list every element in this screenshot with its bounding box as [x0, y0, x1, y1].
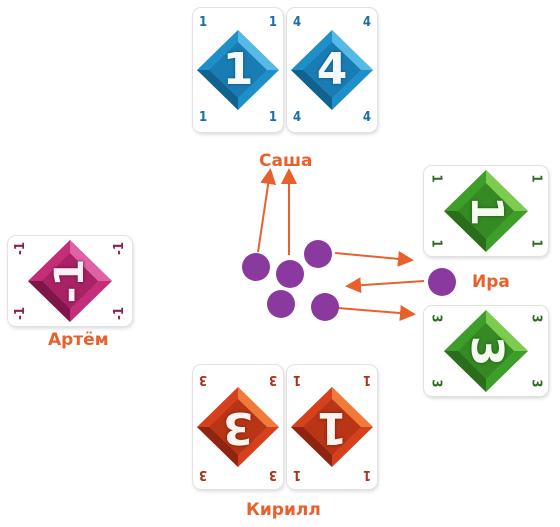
- card-corner-value: -1: [112, 242, 127, 255]
- card-artem-minus-1[interactable]: -1 -1 -1 -1 -1: [8, 236, 132, 326]
- card-ira-3[interactable]: 3 3 3 3 3: [424, 306, 548, 396]
- player-name-ira: Ира: [472, 272, 510, 292]
- card-corner-value: 4: [362, 110, 371, 125]
- card-center-value: 1: [316, 402, 348, 453]
- card-corner-value: 3: [428, 379, 444, 388]
- card-sasha-1[interactable]: 1 1 1 1 1: [193, 8, 283, 132]
- card-corner-value: 1: [293, 372, 302, 387]
- token[interactable]: [267, 290, 295, 318]
- card-kirill-3[interactable]: 3 3 3 3 3: [193, 365, 283, 489]
- card-kirill-1[interactable]: 1 1 1 1 1: [287, 365, 377, 489]
- card-center-value: 3: [461, 335, 512, 367]
- card-corner-value: 3: [199, 372, 208, 387]
- arrow-token-to-sasha-1: [257, 168, 277, 253]
- token[interactable]: [311, 293, 339, 321]
- card-corner-value: 1: [528, 174, 544, 183]
- card-corner-value: 3: [268, 372, 277, 387]
- player-name-kirill: Кирилл: [246, 500, 321, 520]
- card-center-value: 1: [461, 195, 512, 227]
- card-corner-value: 3: [528, 379, 544, 388]
- card-corner-value: -1: [13, 242, 28, 255]
- card-corner-value: 1: [428, 239, 444, 248]
- card-corner-value: -1: [112, 307, 127, 320]
- card-corner-value: 1: [428, 174, 444, 183]
- card-center-value: 1: [222, 44, 254, 95]
- card-corner-value: 1: [293, 467, 302, 482]
- token[interactable]: [276, 260, 304, 288]
- card-center-value: 3: [222, 402, 254, 453]
- player-name-sasha: Саша: [259, 151, 313, 171]
- card-corner-value: 1: [199, 110, 208, 125]
- card-corner-value: 1: [199, 15, 208, 30]
- card-sasha-4[interactable]: 4 4 4 4 4: [287, 8, 377, 132]
- card-corner-value: 3: [528, 314, 544, 323]
- card-corner-value: 4: [293, 15, 302, 30]
- card-corner-value: 3: [268, 467, 277, 482]
- card-corner-value: 3: [428, 314, 444, 323]
- card-center-value: 4: [316, 44, 348, 95]
- card-corner-value: -1: [13, 307, 28, 320]
- card-corner-value: 1: [362, 372, 371, 387]
- card-center-value: -1: [47, 258, 93, 304]
- arrow-token-to-ira-top: [334, 250, 414, 267]
- card-ira-1[interactable]: 1 1 1 1 1: [424, 166, 548, 256]
- card-corner-value: 4: [293, 110, 302, 125]
- card-corner-value: 1: [268, 15, 277, 30]
- token[interactable]: [304, 240, 332, 268]
- card-corner-value: 1: [268, 110, 277, 125]
- card-corner-value: 4: [362, 15, 371, 30]
- token[interactable]: [242, 253, 270, 281]
- card-corner-value: 1: [528, 239, 544, 248]
- token[interactable]: [428, 268, 456, 296]
- card-corner-value: 3: [199, 467, 208, 482]
- card-corner-value: 1: [362, 467, 371, 482]
- arrow-ira-to-token: [345, 277, 425, 294]
- arrow-token-to-ira-bottom: [337, 305, 416, 322]
- player-name-artem: Артём: [48, 330, 109, 350]
